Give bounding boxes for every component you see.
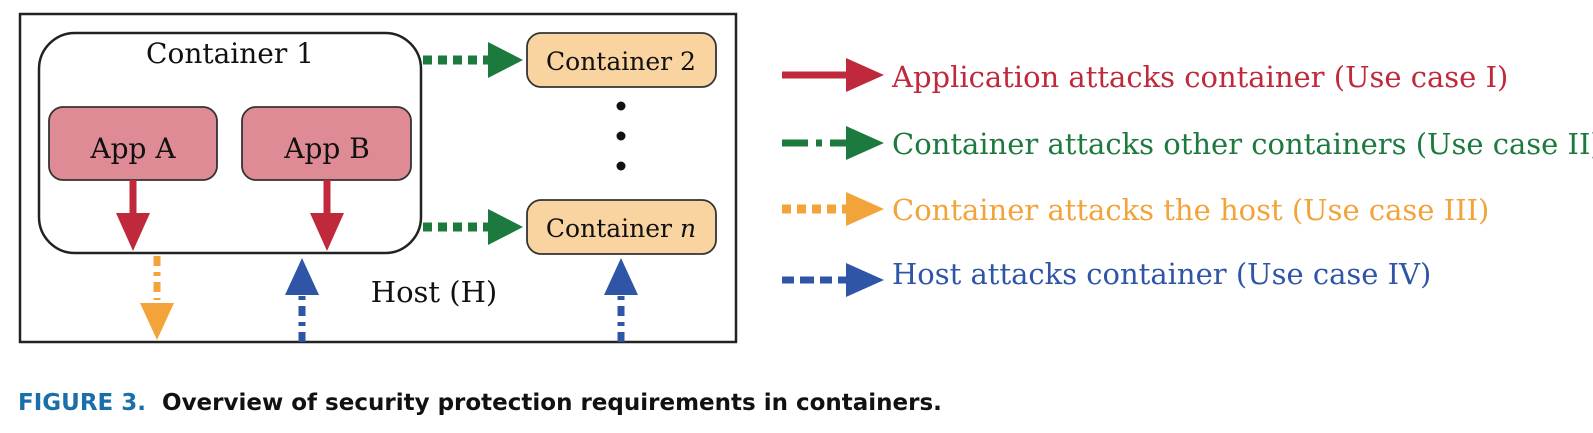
legend-text-use-case-2: Container attacks other containers (Use … — [892, 127, 1593, 161]
app-b-attack-arrow — [310, 180, 344, 251]
app-a-attack-arrow — [116, 180, 150, 251]
host-attacks-container-n-arrow — [604, 258, 638, 342]
caption-text: Overview of security protection requirem… — [162, 390, 942, 416]
legend-blue-dashdot-arrow-icon — [782, 263, 884, 297]
legend-item-use-case-4: Host attacks container (Use case IV) — [782, 257, 1431, 297]
legend: Application attacks container (Use case … — [782, 58, 1593, 297]
legend-text-use-case-3: Container attacks the host (Use case III… — [892, 193, 1489, 227]
legend-text-use-case-4: Host attacks container (Use case IV) — [892, 257, 1431, 291]
container-n-prefix: Container — [546, 214, 680, 243]
container-2-box — [526, 32, 717, 88]
app-a-label: App A — [89, 132, 176, 165]
host-attacks-container-1-arrow — [285, 258, 319, 342]
legend-item-use-case-3: Container attacks the host (Use case III… — [782, 192, 1489, 227]
legend-orange-dotted-arrow-icon — [782, 192, 884, 226]
container-attacks-container-n-arrow — [423, 209, 523, 245]
host-label: Host (H) — [371, 275, 497, 309]
container-n-box — [526, 199, 717, 255]
caption-label: FIGURE 3. — [18, 390, 146, 416]
app-b-label: App B — [283, 132, 370, 165]
legend-item-use-case-2: Container attacks other containers (Use … — [782, 126, 1593, 161]
container-n-label: Container n — [546, 214, 696, 243]
figure-caption: FIGURE 3. Overview of security protectio… — [18, 390, 942, 416]
ellipsis — [616, 101, 626, 171]
container-attacks-container-2-arrow — [423, 42, 523, 78]
container-2-label: Container 2 — [546, 47, 696, 76]
container-n-var: n — [680, 214, 696, 243]
container-1-title: Container 1 — [146, 37, 314, 70]
legend-item-use-case-1: Application attacks container (Use case … — [782, 58, 1508, 94]
legend-text-use-case-1: Application attacks container (Use case … — [891, 60, 1508, 94]
legend-solid-red-arrow-icon — [782, 58, 884, 92]
legend-green-dashdot-arrow-icon — [782, 126, 884, 160]
container-attacks-host-arrow — [140, 256, 174, 340]
